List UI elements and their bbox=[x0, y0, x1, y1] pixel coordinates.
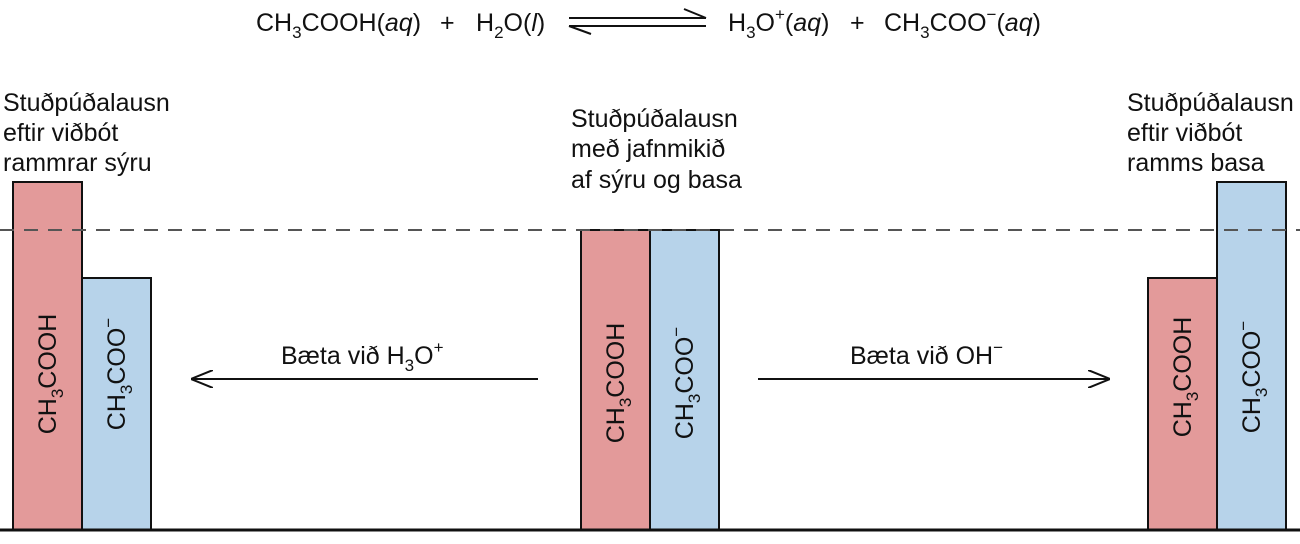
bar-center-acid bbox=[580, 229, 651, 531]
bar-center-acid-label: CH3COOH bbox=[602, 323, 635, 444]
title-left-line3: rammrar sýru bbox=[3, 149, 152, 177]
title-right-line3: ramms basa bbox=[1127, 149, 1265, 177]
equilibrium-arrow-icon bbox=[568, 8, 707, 35]
arrow-right-label: Bæta við OH− bbox=[850, 338, 1003, 370]
equation-plus2: + bbox=[850, 9, 865, 37]
title-right-line2: eftir viðbót bbox=[1127, 119, 1242, 147]
bars-left bbox=[12, 181, 152, 531]
bar-right-base-label: CH3COO− bbox=[1234, 321, 1271, 434]
equation: CH3COOH(aq) + H2O(l) H3O+(aq) + CH3COO−(… bbox=[256, 5, 1041, 42]
bar-left-base bbox=[81, 277, 152, 531]
bar-left-base-label: CH3COO− bbox=[99, 318, 136, 431]
bars-center bbox=[580, 229, 720, 531]
title-left: Stuðpúðalausn eftir viðbót rammrar sýru bbox=[3, 89, 170, 177]
equation-product1: H3O+(aq) bbox=[728, 5, 829, 42]
title-right: Stuðpúðalausn eftir viðbót ramms basa bbox=[1127, 89, 1294, 177]
title-right-line1: Stuðpúðalausn bbox=[1127, 89, 1294, 117]
bar-left-acid-label: CH3COOH bbox=[34, 314, 67, 435]
equation-reactant1: CH3COOH(aq) bbox=[256, 9, 421, 42]
arrow-right: Bæta við OH− bbox=[758, 338, 1108, 379]
bar-left-acid bbox=[12, 181, 83, 531]
title-center-line3: af sýru og basa bbox=[571, 166, 742, 194]
equation-product2: CH3COO−(aq) bbox=[884, 5, 1041, 42]
title-left-line1: Stuðpúðalausn bbox=[3, 89, 170, 117]
bars-right bbox=[1147, 181, 1287, 531]
title-center: Stuðpúðalausn með jafnmikið af sýru og b… bbox=[571, 105, 742, 194]
bar-right-base bbox=[1216, 181, 1287, 531]
equation-reactant2: H2O(l) bbox=[476, 9, 545, 42]
title-center-line1: Stuðpúðalausn bbox=[571, 105, 738, 133]
bar-center-base-label: CH3COO− bbox=[667, 327, 704, 440]
arrow-left-label: Bæta við H3O+ bbox=[281, 338, 444, 375]
bar-right-acid-label: CH3COOH bbox=[1169, 317, 1202, 438]
title-center-line2: með jafnmikið bbox=[571, 135, 725, 163]
equation-plus1: + bbox=[440, 9, 455, 37]
bar-center-base bbox=[649, 229, 720, 531]
arrow-left: Bæta við H3O+ bbox=[193, 338, 538, 379]
title-left-line2: eftir viðbót bbox=[3, 119, 118, 147]
